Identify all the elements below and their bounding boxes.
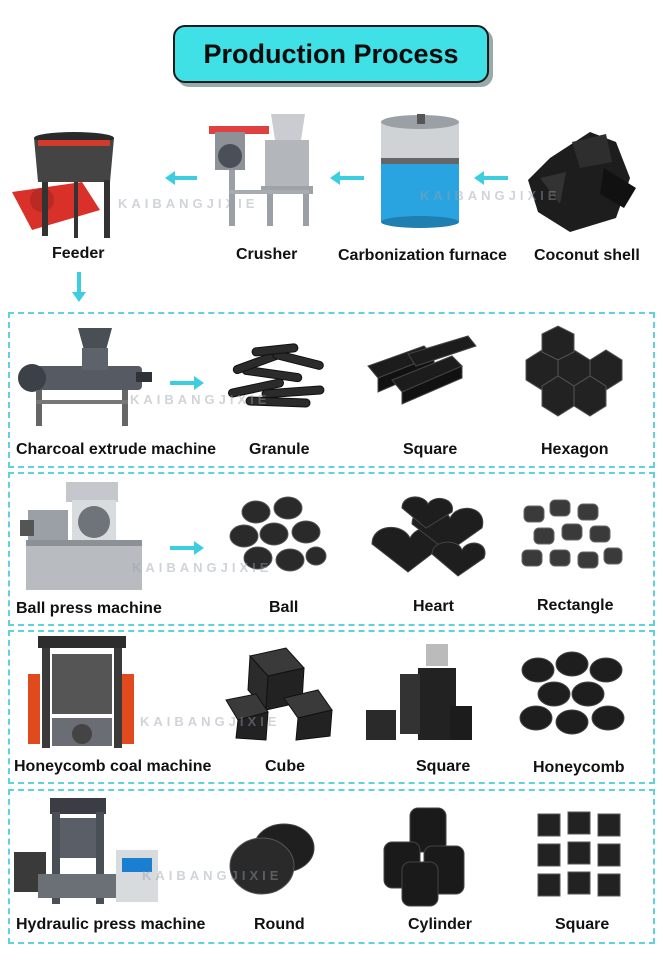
product-label: Square [403,441,458,458]
feeder-image [12,132,114,238]
ball-press-machine-image [20,482,142,590]
hydraulic-press-machine-image [14,798,158,904]
watermark: KAIBANGJIXIE [140,714,281,729]
section-hydraulic-press [8,789,655,944]
product-label: Hexagon [541,441,609,458]
arrow-down-icon [72,272,86,302]
arrow-right-icon [170,376,204,390]
arrow-left-icon [474,171,508,185]
label-coconut-shell: Coconut shell [534,247,640,264]
heart-image [371,496,486,577]
title-banner: Production Process [173,25,489,83]
section-honeycomb-coal [8,630,655,784]
coconut-shell-image [528,132,636,232]
watermark: KAIBANGJIXIE [118,196,259,211]
arrow-right-icon [170,541,204,555]
extruder-machine-image [18,328,152,426]
product-label: Square [555,916,610,933]
round-image [229,823,315,895]
label-feeder: Feeder [52,245,105,262]
page-title: Production Process [203,38,459,69]
watermark: KAIBANGJIXIE [130,392,271,407]
product-label: Honeycomb [533,759,625,776]
product-label: Square [416,758,471,775]
square-stick-image [367,335,477,405]
granule-image [228,343,325,408]
machine-label: Ball press machine [16,600,162,617]
watermark: KAIBANGJIXIE [132,560,273,575]
honeycomb-briquette-image [519,651,625,735]
machine-label: Honeycomb coal machine [14,758,212,775]
product-label: Rectangle [537,597,614,614]
machine-label: Charcoal extrude machine [16,441,217,458]
cube-image [225,647,333,741]
section-charcoal-extrude [8,312,655,468]
honeycomb-machine-image [28,636,134,748]
machine-label: Hydraulic press machine [16,916,206,933]
crusher-image [209,114,313,226]
product-label: Round [254,916,305,933]
arrow-left-icon [165,171,197,185]
carbonization-furnace-image [381,114,459,228]
rectangle-image [521,499,623,569]
product-label: Granule [249,441,310,458]
cylinder-image [383,807,465,907]
square-block-image [366,644,472,740]
label-carbonization-furnace: Carbonization furnace [338,247,507,264]
watermark: KAIBANGJIXIE [420,188,561,203]
product-label: Cube [265,758,305,775]
section-ball-press [8,472,655,626]
arrow-left-icon [330,171,364,185]
product-label: Heart [413,598,454,615]
ball-image [229,496,327,572]
product-label: Cylinder [408,916,473,933]
product-label: Ball [269,599,299,616]
square-mesh-image [537,811,621,897]
label-crusher: Crusher [236,246,298,263]
watermark: KAIBANGJIXIE [142,868,283,883]
hexagon-stick-image [525,325,623,417]
